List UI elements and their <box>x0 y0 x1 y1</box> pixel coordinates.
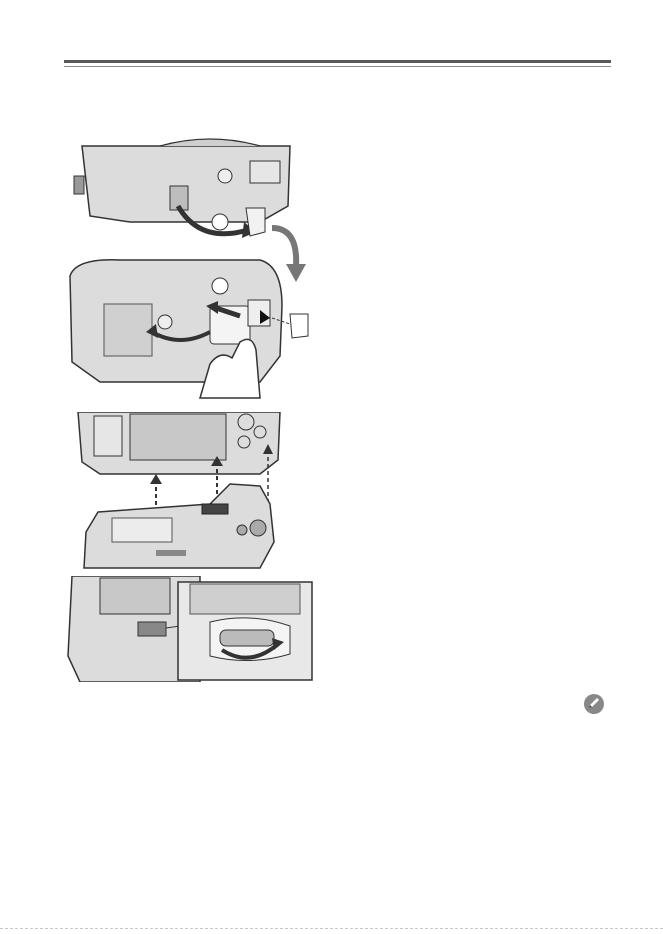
pencil-note-icon <box>583 693 605 715</box>
section-header-rule-thin <box>64 66 611 67</box>
page-bottom-guide <box>0 928 663 929</box>
illustration-step-3-svg <box>60 576 320 682</box>
illustration-step-1-svg <box>60 136 320 406</box>
battery-grip-attach-illustration <box>60 412 320 572</box>
illustration-step-2-svg <box>60 412 320 572</box>
grip-lock-dial-illustration <box>60 576 320 682</box>
section-header-rule <box>64 60 611 63</box>
camera-bottom-cover-removal-illustration <box>60 136 320 406</box>
